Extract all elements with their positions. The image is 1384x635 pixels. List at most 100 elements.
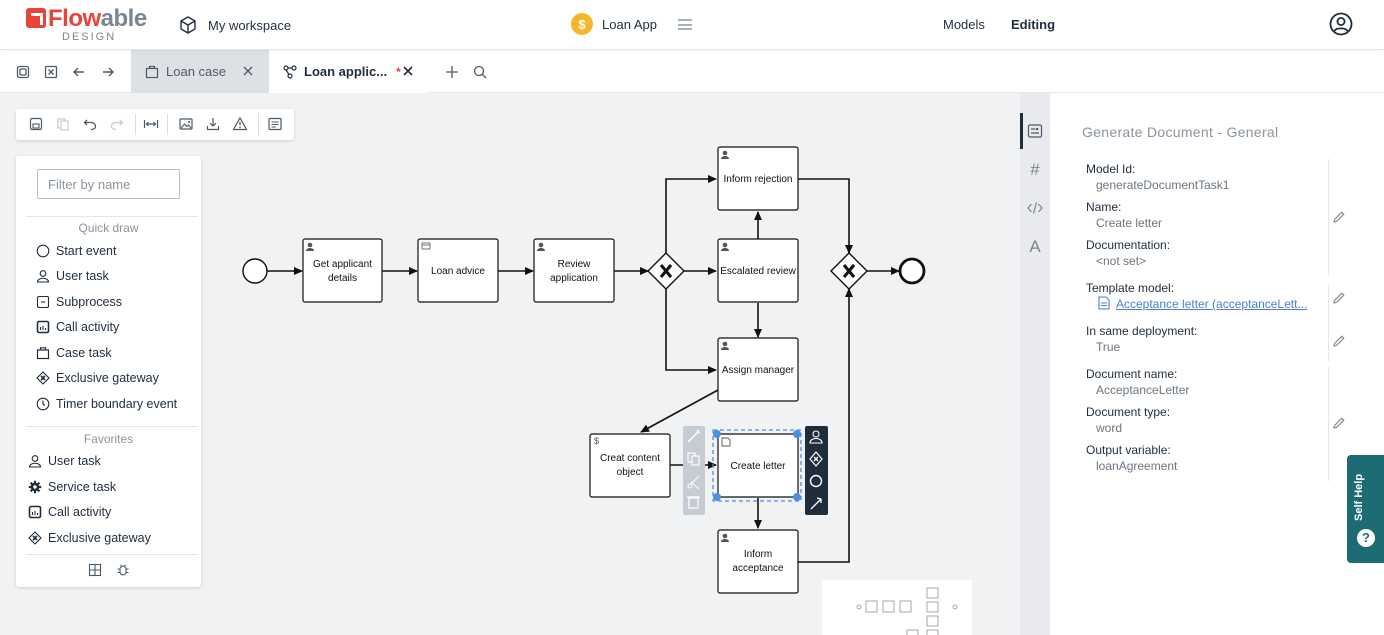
palette-item-subprocess[interactable]: Subprocess	[36, 292, 122, 312]
favorite-item-service-task[interactable]: Service task	[28, 477, 116, 497]
search-icon[interactable]	[472, 64, 488, 80]
edit-pencil-icon[interactable]	[1332, 416, 1346, 430]
append-end-event-icon[interactable]	[809, 474, 823, 488]
flowable-logo[interactable]: Flowable DESIGN	[26, 5, 147, 44]
edit-pencil-icon[interactable]	[1332, 291, 1346, 305]
copy-icon[interactable]	[687, 452, 700, 466]
documentation-value[interactable]: <not set>	[1096, 254, 1147, 268]
save-all-icon[interactable]	[15, 64, 31, 80]
trash-icon[interactable]	[687, 496, 700, 509]
magic-wand-icon[interactable]	[687, 429, 701, 443]
palette-item-exclusive-gateway[interactable]: Exclusive gateway	[36, 368, 159, 388]
resize-handle[interactable]	[713, 493, 721, 501]
workspace-link[interactable]: My workspace	[178, 14, 291, 36]
palette-item-call-activity[interactable]: Call activity	[36, 317, 119, 337]
palette-item-timer-boundary-event[interactable]: Timer boundary event	[36, 394, 177, 414]
close-all-icon[interactable]	[43, 64, 59, 80]
bug-icon[interactable]	[116, 563, 130, 577]
self-help-button[interactable]: Self Help ?	[1347, 455, 1384, 563]
palette-item-user-task[interactable]: User task	[36, 266, 109, 286]
call-activity-icon	[28, 505, 42, 519]
app-name: Loan App	[602, 16, 657, 32]
forward-arrow-icon[interactable]	[100, 64, 116, 80]
palette-item-start-event[interactable]: Start event	[36, 241, 116, 261]
image-export-icon[interactable]	[178, 116, 194, 132]
close-icon[interactable]	[401, 64, 415, 78]
template-model-link[interactable]: Acceptance letter (acceptanceLett...	[1116, 297, 1308, 311]
properties-panel-icon[interactable]	[267, 116, 283, 132]
tab-loan-case[interactable]: Loan case	[131, 50, 269, 93]
task-assign-manager[interactable]: Assign manager	[717, 337, 799, 402]
resize-handle[interactable]	[713, 430, 721, 438]
toolbar-divider	[258, 114, 259, 135]
end-event[interactable]	[898, 257, 926, 285]
undo-icon[interactable]	[82, 116, 98, 132]
redo-icon[interactable]	[109, 116, 125, 132]
append-user-task-icon[interactable]	[809, 430, 823, 444]
user-task-icon	[721, 150, 729, 159]
favorite-item-exclusive-gateway[interactable]: Exclusive gateway	[28, 528, 151, 548]
user-task-icon	[306, 242, 314, 251]
name-value[interactable]: Create letter	[1096, 216, 1163, 230]
add-tab-icon[interactable]	[444, 64, 460, 80]
task-escalated-review[interactable]: Escalated review	[717, 238, 799, 303]
paste-icon[interactable]	[55, 116, 71, 132]
exclusive-gateway-join[interactable]	[830, 252, 868, 290]
nav-models[interactable]: Models	[943, 17, 985, 32]
palette-item-case-task[interactable]: Case task	[36, 343, 112, 363]
download-icon[interactable]	[205, 116, 221, 132]
flow-gateway-to-inform-rejection[interactable]	[665, 175, 717, 253]
task-inform-acceptance[interactable]: Inform acceptance	[717, 529, 799, 594]
same-deployment-value[interactable]: True	[1096, 340, 1121, 354]
resize-handle[interactable]	[793, 430, 801, 438]
palette-divider	[26, 554, 198, 555]
name-label: Name:	[1086, 200, 1122, 214]
app-selector[interactable]: $ Loan App	[571, 13, 692, 35]
warning-icon[interactable]	[232, 116, 248, 132]
scissors-icon[interactable]	[687, 475, 700, 490]
tab-loan-application[interactable]: Loan applic... *	[269, 50, 429, 93]
output-variable-value[interactable]: loanAgreement	[1096, 459, 1178, 473]
append-gateway-icon[interactable]	[809, 451, 823, 467]
flow-assign-manager-to-creat-content[interactable]	[640, 389, 719, 433]
task-get-applicant-details[interactable]: Get applicant details	[302, 238, 383, 303]
menu-icon[interactable]	[677, 18, 692, 30]
flow-inform-rejection-to-join[interactable]	[797, 178, 853, 254]
hash-icon[interactable]: #	[1030, 160, 1040, 179]
task-label: Assign manager	[722, 365, 795, 376]
general-properties-icon[interactable]	[1027, 123, 1043, 139]
task-review-application[interactable]: Review application	[533, 238, 615, 303]
text-style-icon[interactable]: A	[1029, 237, 1041, 256]
document-type-value[interactable]: word	[1096, 421, 1123, 435]
close-icon[interactable]	[241, 64, 255, 78]
palette-filter-input[interactable]	[37, 169, 180, 199]
diagram-canvas[interactable]: Get applicant details Loan advice Review…	[0, 93, 1020, 635]
nav-editing[interactable]: Editing	[1011, 17, 1056, 32]
save-icon[interactable]	[28, 116, 44, 132]
fit-width-icon[interactable]	[143, 116, 159, 132]
task-inform-rejection[interactable]: Inform rejection	[717, 146, 799, 211]
connect-arrow-icon[interactable]	[810, 497, 822, 510]
task-loan-advice[interactable]: Loan advice	[417, 238, 499, 303]
grid-icon[interactable]	[88, 563, 102, 577]
start-event[interactable]	[242, 258, 268, 284]
task-create-letter[interactable]: Create letter	[712, 429, 802, 502]
resize-handle[interactable]	[793, 493, 801, 501]
exclusive-gateway-split[interactable]	[647, 252, 685, 290]
flow-gateway-to-assign-manager[interactable]	[665, 289, 717, 374]
properties-title: Generate Document - General	[1082, 124, 1279, 140]
bpmn-diagram[interactable]: Get applicant details Loan advice Review…	[0, 93, 1020, 635]
process-icon	[283, 64, 297, 79]
document-name-value[interactable]: AcceptanceLetter	[1096, 383, 1190, 397]
task-creat-content-object[interactable]: $ Creat content object	[589, 433, 671, 498]
minimap[interactable]	[822, 580, 972, 635]
flow-inform-acceptance-to-join[interactable]	[797, 288, 853, 563]
code-icon[interactable]	[1027, 200, 1043, 216]
edit-pencil-icon[interactable]	[1332, 334, 1346, 348]
favorite-item-call-activity[interactable]: Call activity	[28, 502, 111, 522]
user-account-icon[interactable]	[1329, 12, 1353, 36]
edit-pencil-icon[interactable]	[1332, 210, 1346, 224]
palette-item-label: User task	[48, 454, 101, 468]
back-arrow-icon[interactable]	[71, 64, 87, 80]
favorite-item-user-task[interactable]: User task	[28, 451, 101, 471]
